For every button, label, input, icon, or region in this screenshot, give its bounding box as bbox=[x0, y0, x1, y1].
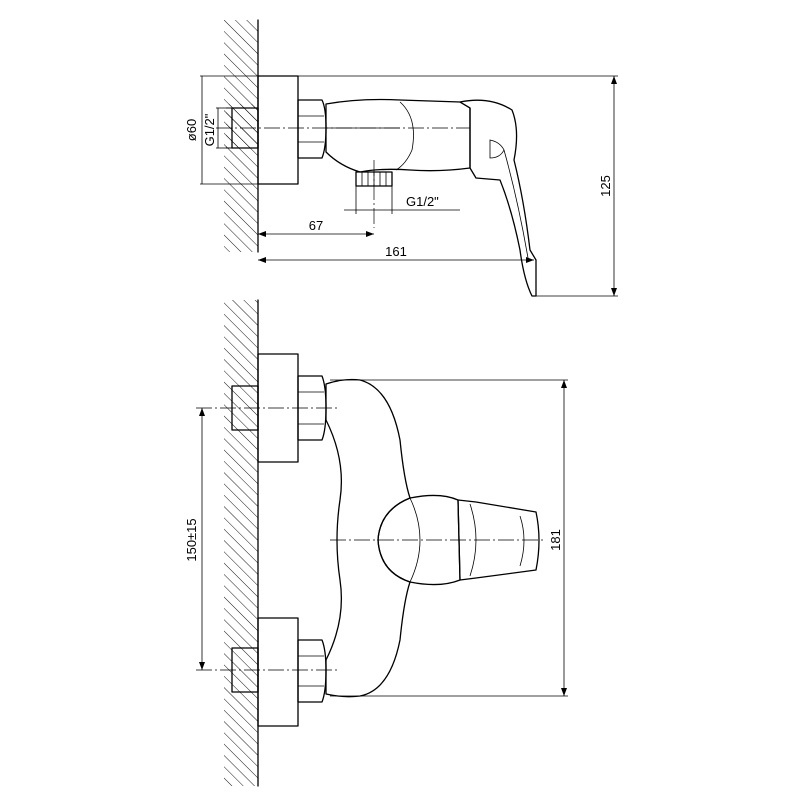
dim-depth-67: 67 bbox=[258, 218, 374, 237]
lower-hex-nut bbox=[297, 639, 327, 703]
dim-label-thread-outlet: G1/2" bbox=[406, 194, 439, 209]
lever-handle-front bbox=[457, 499, 540, 581]
front-view: 150±15 181 bbox=[184, 299, 568, 787]
dim-label-150: 150±15 bbox=[184, 518, 199, 561]
lever-handle bbox=[459, 99, 537, 297]
dim-label-thread-wall: G1/2" bbox=[202, 113, 217, 146]
dim-label-125: 125 bbox=[598, 175, 613, 197]
wall-connector bbox=[226, 104, 259, 149]
hex-nut bbox=[297, 99, 327, 159]
dim-thread-wall: G1/2" bbox=[202, 107, 232, 149]
dim-height-125: 125 bbox=[298, 75, 618, 297]
dim-depth-161: 161 bbox=[258, 244, 534, 263]
dim-diameter-60: ø60 bbox=[184, 75, 258, 185]
wall-hatch-bottom bbox=[224, 300, 258, 786]
dim-label-diameter-60: ø60 bbox=[184, 119, 199, 141]
dim-label-181: 181 bbox=[548, 529, 563, 551]
escutcheon bbox=[257, 75, 299, 185]
mixer-body-front bbox=[325, 378, 411, 698]
dim-label-67: 67 bbox=[309, 218, 323, 233]
dim-width-181: 181 bbox=[330, 379, 568, 697]
dim-label-161: 161 bbox=[385, 244, 407, 259]
dim-thread-outlet: G1/2" bbox=[344, 186, 460, 214]
side-view: ø60 G1/2" G1/2" 67 161 bbox=[184, 19, 618, 297]
lower-escutcheon bbox=[257, 617, 299, 727]
dim-spacing-150: 150±15 bbox=[184, 408, 205, 670]
mixer-body bbox=[325, 98, 471, 173]
